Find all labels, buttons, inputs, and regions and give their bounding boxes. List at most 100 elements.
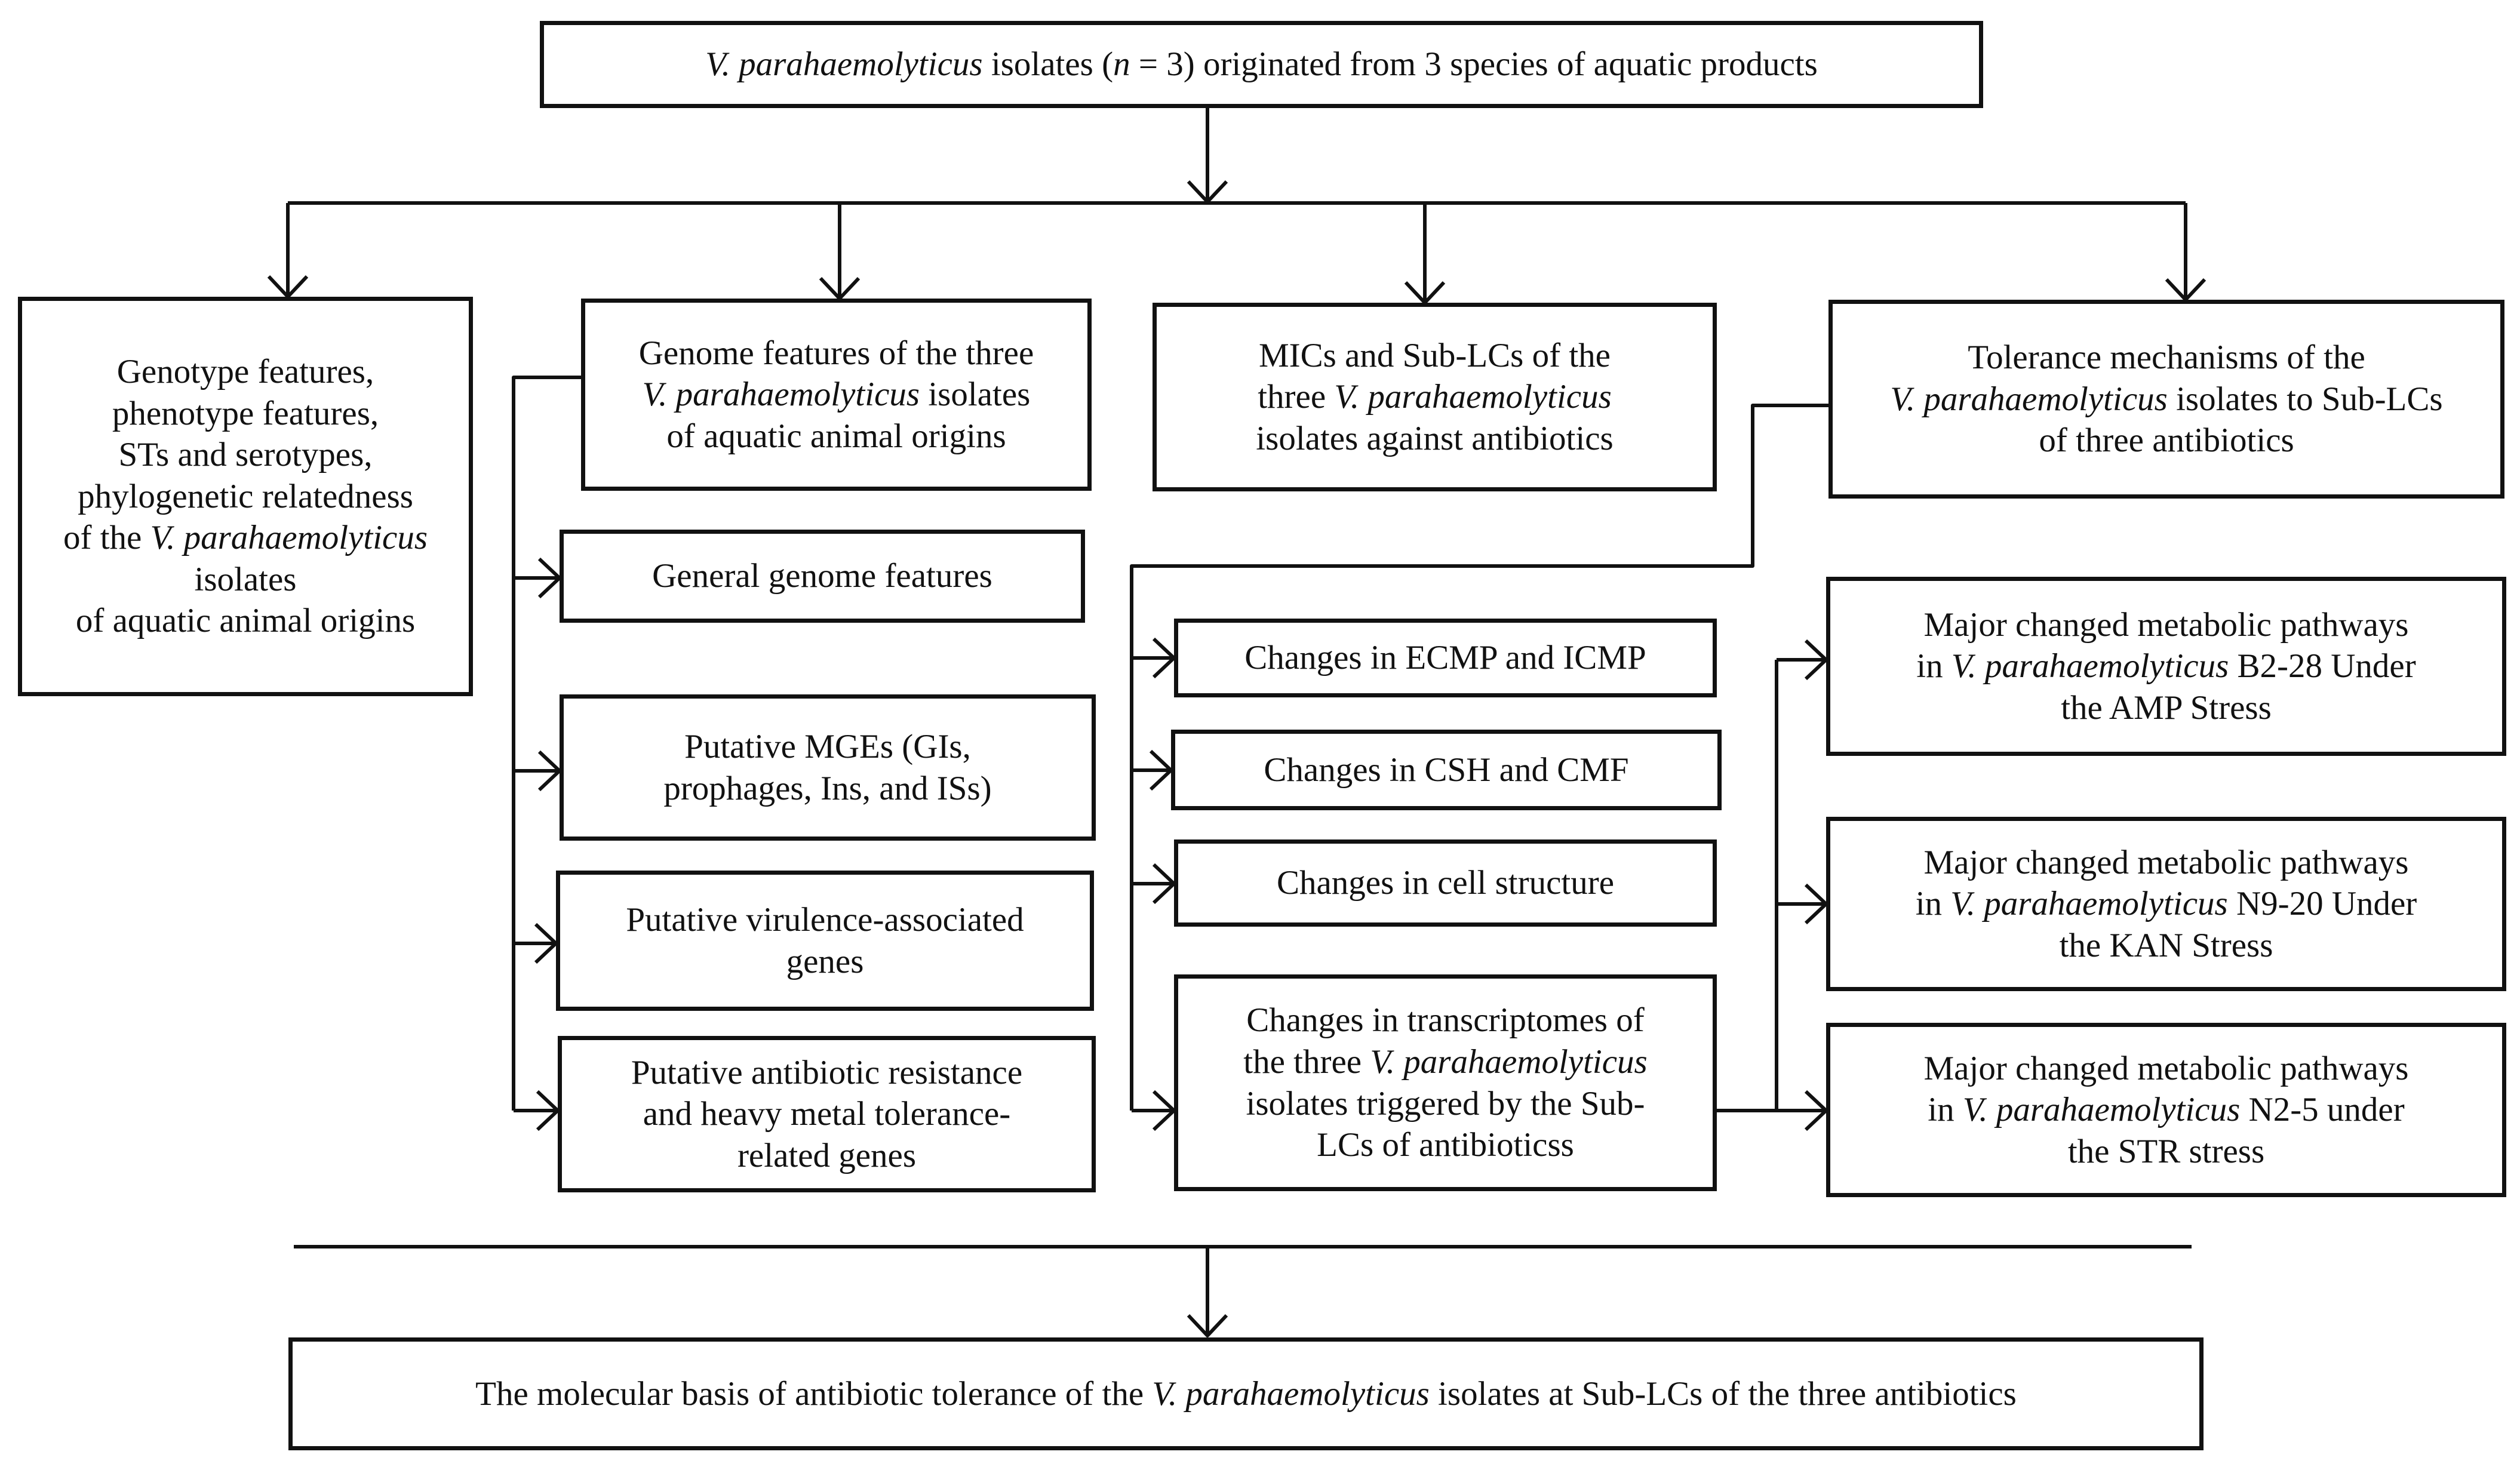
text-segment: phylogenetic relatedness bbox=[78, 477, 413, 515]
text-line: the three V. parahaemolyticus bbox=[1243, 1041, 1647, 1083]
text-segment: = 3) originated from 3 species of aquati… bbox=[1130, 45, 1818, 84]
text-line: three V. parahaemolyticus bbox=[1258, 376, 1612, 418]
italic-species-name: n bbox=[1113, 45, 1130, 84]
text-line: in V. parahaemolyticus N9-20 Under bbox=[1916, 883, 2417, 925]
text-line: of aquatic animal origins bbox=[666, 416, 1006, 457]
genotype-phenotype-box: Genotype features,phenotype features, STs… bbox=[18, 297, 473, 696]
text-segment: Putative MGEs (GIs, bbox=[684, 727, 971, 765]
text-segment: Major changed metabolic pathways bbox=[1923, 1049, 2409, 1087]
text-line: Putative antibiotic resistance bbox=[631, 1052, 1022, 1094]
text-line: Major changed metabolic pathways bbox=[1924, 842, 2409, 884]
text-line: Putative virulence-associated bbox=[626, 899, 1024, 941]
putative-mges-box: Putative MGEs (GIs, prophages, Ins, and I… bbox=[560, 694, 1096, 841]
text-segment: prophages, Ins, and ISs) bbox=[663, 769, 992, 807]
text-segment: three bbox=[1258, 378, 1335, 416]
text-segment: N2-5 under bbox=[2240, 1091, 2405, 1129]
text-line: of the V. parahaemolyticus bbox=[63, 517, 428, 559]
text-segment: Genome features of the three bbox=[638, 334, 1034, 372]
italic-species-name: V. parahaemolyticus bbox=[642, 376, 920, 414]
text-line: V. parahaemolyticus isolates to Sub-LCs bbox=[1890, 379, 2442, 420]
italic-species-name: V. parahaemolyticus bbox=[1962, 1091, 2241, 1129]
text-line: Major changed metabolic pathways bbox=[1924, 604, 2409, 646]
text-line: Putative MGEs (GIs, bbox=[684, 726, 971, 768]
text-segment: Changes in ECMP and ICMP bbox=[1244, 639, 1646, 677]
text-segment: isolates against antibiotics bbox=[1256, 419, 1614, 457]
ecmp-icmp-box: Changes in ECMP and ICMP bbox=[1174, 619, 1717, 697]
text-segment: in bbox=[1915, 885, 1951, 923]
italic-species-name: V. parahaemolyticus bbox=[1951, 647, 2229, 685]
text-line: isolates bbox=[195, 559, 297, 601]
text-segment: the STR stress bbox=[2067, 1132, 2265, 1170]
italic-species-name: V. parahaemolyticus bbox=[705, 45, 983, 84]
text-segment: isolates bbox=[194, 560, 297, 598]
text-line: Changes in transcriptomes of bbox=[1246, 1000, 1644, 1041]
text-segment: Putative virulence-associated bbox=[626, 900, 1024, 939]
text-line: prophages, Ins, and ISs) bbox=[663, 768, 991, 810]
text-line: V. parahaemolyticus isolates bbox=[643, 374, 1031, 416]
text-line: Changes in ECMP and ICMP bbox=[1244, 637, 1646, 679]
text-segment: the KAN Stress bbox=[2059, 926, 2273, 964]
text-segment: in bbox=[1916, 647, 1952, 685]
italic-species-name: V. parahaemolyticus bbox=[1334, 378, 1612, 416]
text-segment: Genotype features, bbox=[116, 353, 374, 391]
text-segment: genes bbox=[786, 942, 864, 980]
text-line: and heavy metal tolerance- bbox=[643, 1093, 1011, 1135]
text-segment: LCs of antibioticss bbox=[1317, 1126, 1574, 1164]
text-line: Major changed metabolic pathways bbox=[1924, 1048, 2409, 1090]
text-segment: STs and serotypes, bbox=[118, 436, 373, 474]
text-segment: Changes in cell structure bbox=[1276, 864, 1615, 902]
text-line: Genome features of the three bbox=[639, 333, 1034, 374]
text-segment: N9-20 Under bbox=[2227, 885, 2417, 923]
text-line: in V. parahaemolyticus B2-28 Under bbox=[1916, 645, 2415, 687]
text-segment: Changes in transcriptomes of bbox=[1246, 1001, 1645, 1040]
text-line: MICs and Sub-LCs of the bbox=[1259, 335, 1611, 377]
text-segment: isolates triggered by the Sub- bbox=[1246, 1084, 1645, 1123]
source-isolates-box: V. parahaemolyticus isolates (n = 3) ori… bbox=[540, 21, 1983, 108]
text-segment: of aquatic animal origins bbox=[666, 417, 1006, 455]
text-line: related genes bbox=[737, 1135, 916, 1177]
text-segment: of three antibiotics bbox=[2039, 422, 2294, 460]
text-line: Genotype features, bbox=[117, 351, 374, 393]
italic-species-name: V. parahaemolyticus bbox=[1370, 1042, 1648, 1081]
text-segment: isolates at Sub-LCs of the three antibio… bbox=[1429, 1374, 2017, 1413]
text-segment: General genome features bbox=[652, 557, 992, 595]
csh-cmf-box: Changes in CSH and CMF bbox=[1171, 730, 1722, 810]
italic-species-name: V. parahaemolyticus bbox=[150, 519, 428, 557]
text-segment: in bbox=[1928, 1091, 1963, 1129]
text-segment: Major changed metabolic pathways bbox=[1923, 605, 2409, 644]
text-segment: of aquatic animal origins bbox=[75, 602, 416, 640]
italic-species-name: V. parahaemolyticus bbox=[1890, 380, 2168, 418]
text-line: genes bbox=[786, 941, 864, 983]
text-segment: related genes bbox=[737, 1136, 917, 1174]
text-segment: Putative antibiotic resistance bbox=[631, 1053, 1023, 1091]
text-segment: Changes in CSH and CMF bbox=[1264, 751, 1629, 789]
text-line: of aquatic animal origins bbox=[76, 600, 415, 642]
text-segment: phenotype features, bbox=[112, 394, 379, 432]
text-line: in V. parahaemolyticus N2-5 under bbox=[1928, 1089, 2404, 1131]
text-line: of three antibiotics bbox=[2039, 420, 2294, 462]
text-line: Changes in CSH and CMF bbox=[1264, 749, 1628, 791]
text-segment: Tolerance mechanisms of the bbox=[1968, 339, 2365, 377]
text-segment: isolates to Sub-LCs bbox=[2167, 380, 2443, 418]
text-line: the STR stress bbox=[2068, 1131, 2264, 1173]
conclusion-box: The molecular basis of antibiotic tolera… bbox=[288, 1337, 2204, 1450]
italic-species-name: V. parahaemolyticus bbox=[1152, 1374, 1430, 1413]
text-line: Tolerance mechanisms of the bbox=[1968, 337, 2365, 379]
text-line: LCs of antibioticss bbox=[1317, 1124, 1574, 1166]
text-segment: of the bbox=[63, 519, 150, 557]
text-segment: the AMP Stress bbox=[2061, 688, 2272, 727]
text-segment: Major changed metabolic pathways bbox=[1923, 843, 2409, 881]
italic-species-name: V. parahaemolyticus bbox=[1950, 885, 2228, 923]
text-line: STs and serotypes, bbox=[118, 434, 372, 476]
text-line: isolates triggered by the Sub- bbox=[1246, 1083, 1645, 1125]
